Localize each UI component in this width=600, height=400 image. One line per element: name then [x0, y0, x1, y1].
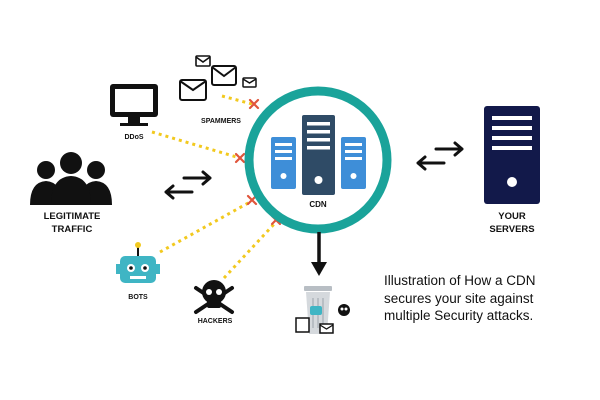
your-servers-line-2: SERVERS [489, 223, 535, 235]
your-servers-icon [484, 106, 540, 204]
trash-bin-icon [295, 286, 350, 334]
bidirectional-arrow-icon [164, 170, 212, 200]
mail-icon [195, 55, 211, 67]
mail-icon [179, 79, 207, 101]
mail-icon [242, 77, 257, 88]
bots-attack-line [159, 200, 251, 254]
server-icon [341, 137, 366, 189]
legitimate-traffic-line-2: TRAFFIC [51, 223, 93, 235]
caption: Illustration of How a CDN secures your s… [384, 272, 594, 325]
your-servers-line-1: YOUR [498, 211, 526, 222]
legitimate-traffic-line-1: LEGITIMATE [43, 211, 101, 222]
caption-line-1: Illustration of How a CDN [384, 273, 536, 288]
block-x-icon [234, 152, 246, 164]
people-icon [30, 152, 112, 205]
your-servers-label: YOUR SERVERS [472, 211, 552, 237]
spammers-label: SPAMMERS [201, 118, 241, 125]
server-icon [271, 137, 296, 189]
caption-line-2: secures your site against [384, 290, 534, 306]
skull-crossbones-icon [194, 280, 234, 314]
block-x-icon [246, 194, 258, 206]
server-icon [302, 115, 335, 195]
cdn-label: CDN [309, 200, 327, 209]
attack-lines [151, 94, 278, 280]
spammers-attack-line [221, 94, 253, 106]
bidirectional-arrow-icon [416, 141, 464, 171]
ddos-label: DDoS [124, 134, 144, 141]
bots-label: BOTS [128, 294, 148, 301]
caption-line-3: multiple Security attacks. [384, 308, 534, 324]
hackers-label: HACKERS [197, 318, 233, 325]
bot-icon [116, 242, 160, 283]
down-arrow-icon [311, 232, 327, 276]
block-x-icon [248, 98, 260, 110]
mail-icon [211, 65, 237, 86]
hackers-attack-line [222, 220, 278, 280]
cdn-node [244, 86, 392, 234]
legitimate-traffic-label: LEGITIMATE TRAFFIC [26, 211, 118, 237]
monitor-icon [110, 84, 158, 126]
ddos-attack-line [151, 130, 241, 160]
